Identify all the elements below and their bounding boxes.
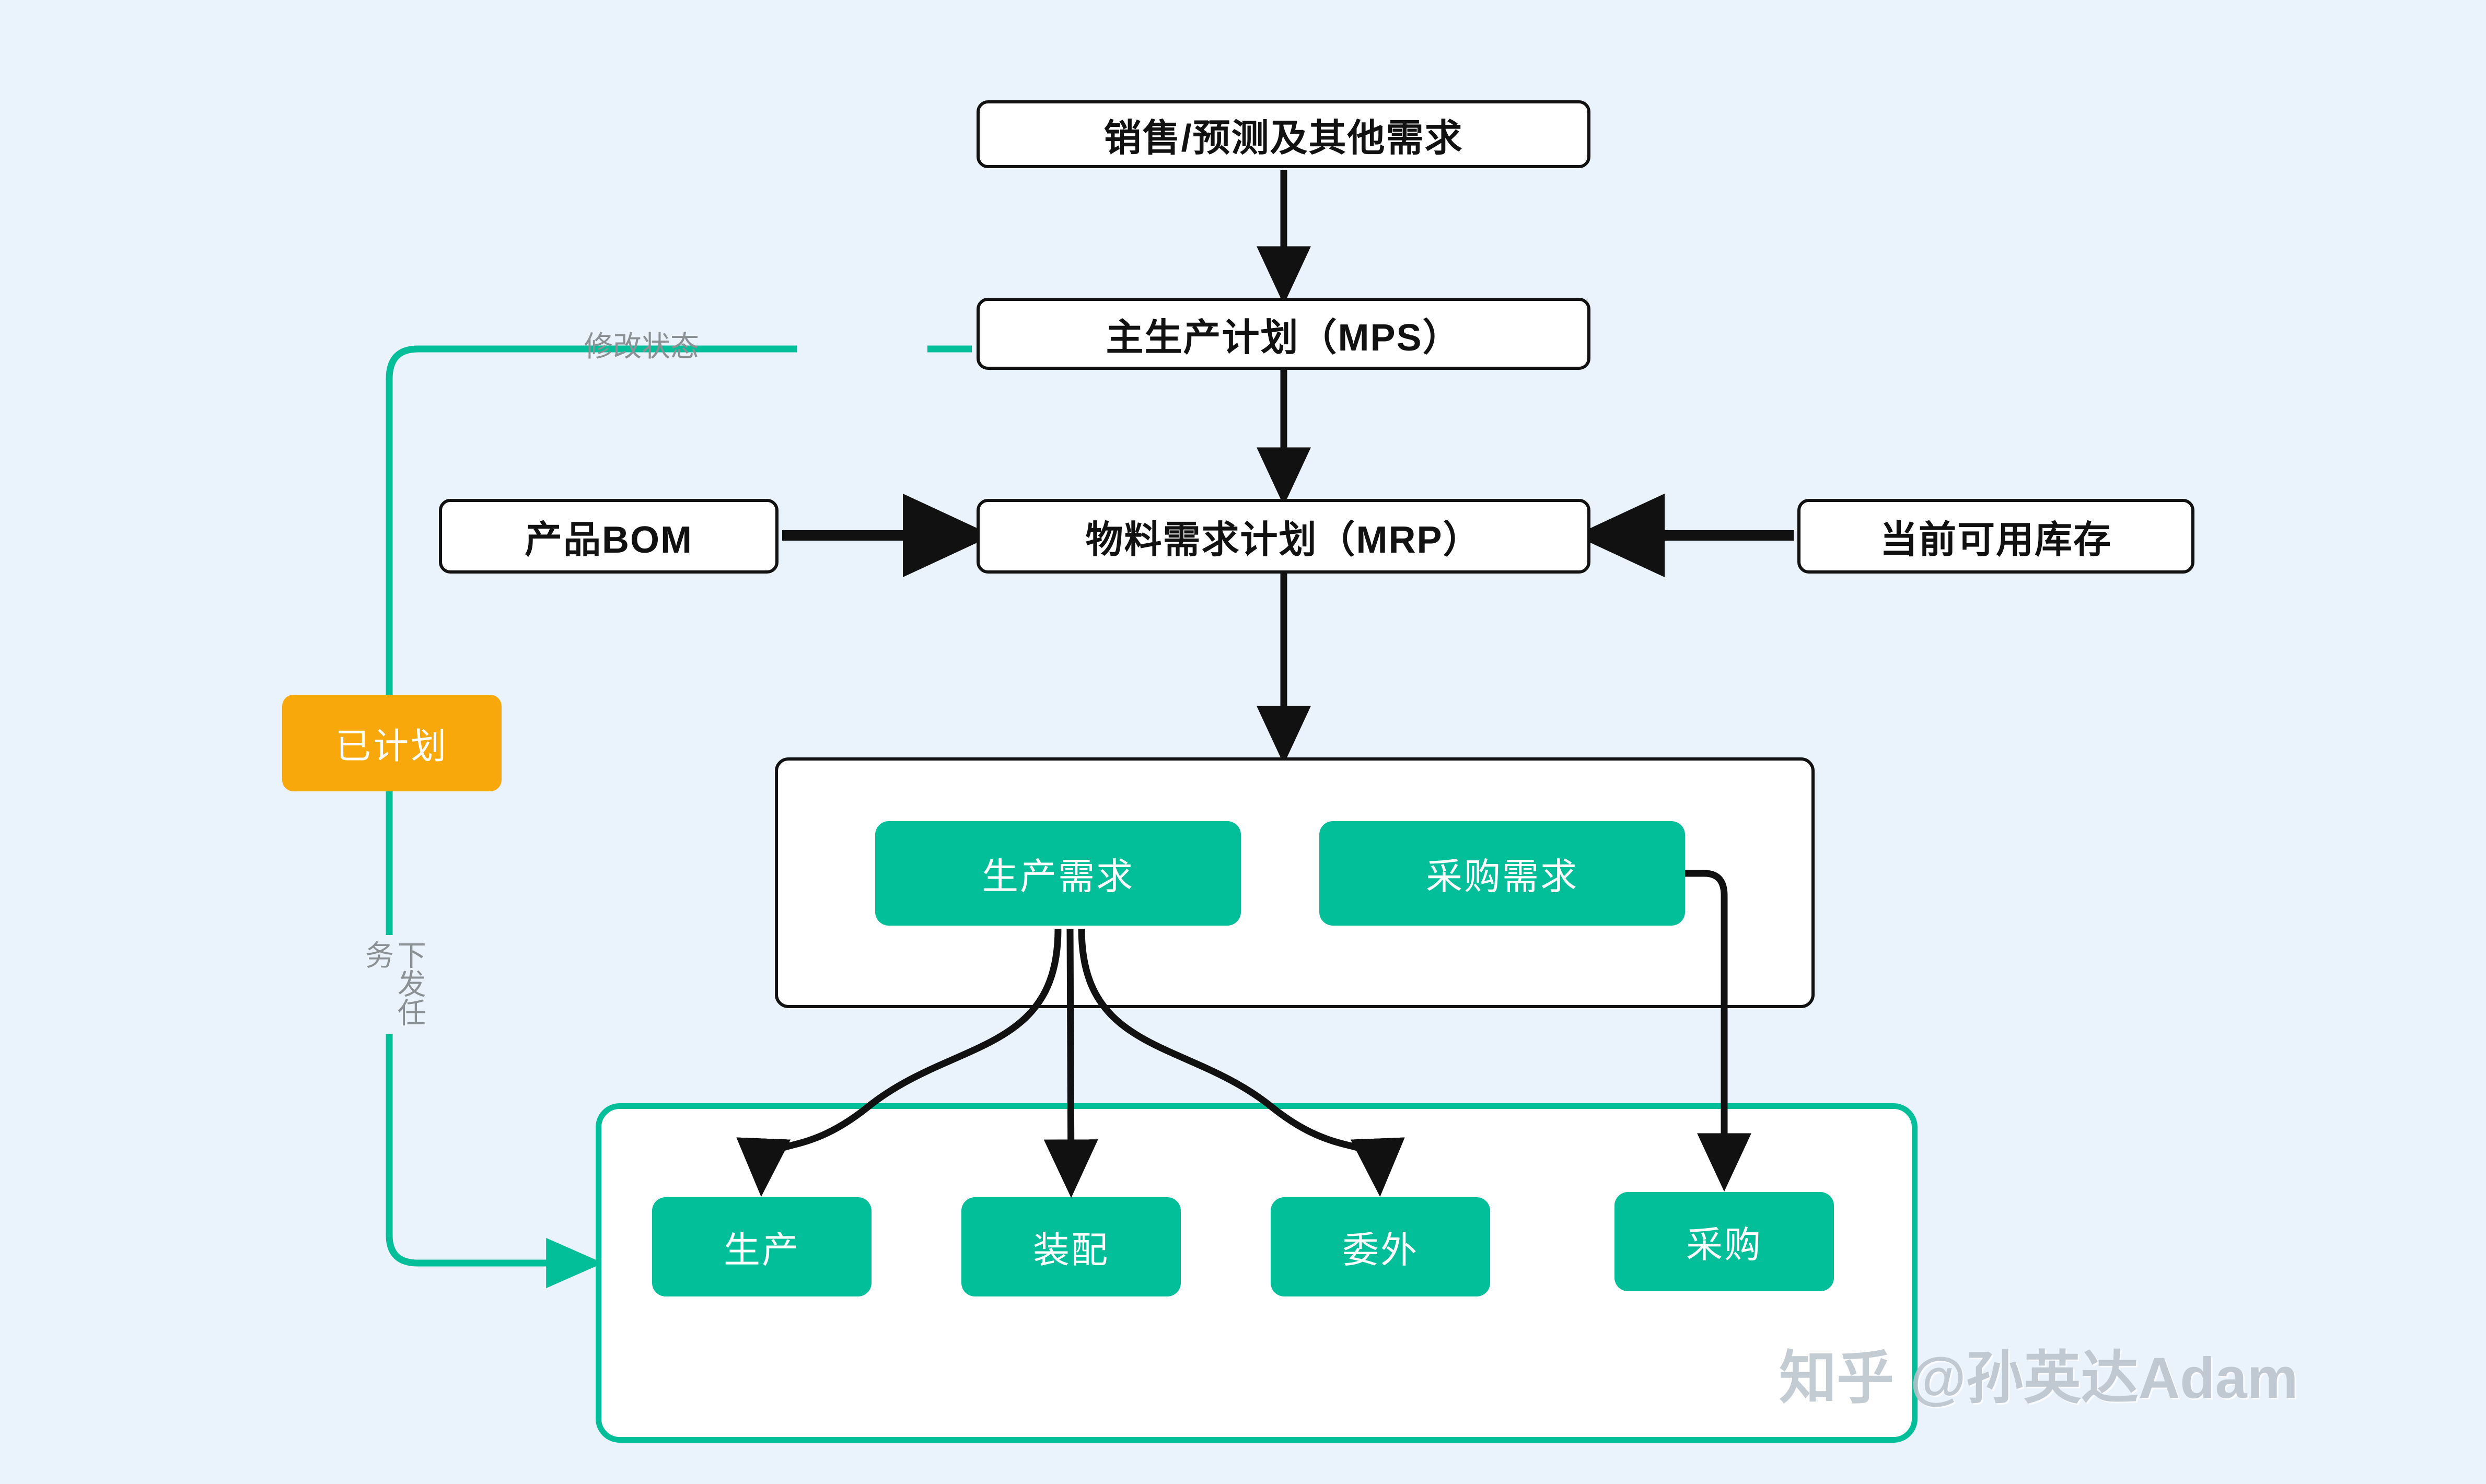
- node-task-outsource[interactable]: 委外: [1271, 1197, 1490, 1296]
- node-master-production-schedule[interactable]: 主生产计划（MPS）: [977, 298, 1590, 370]
- badge-planned[interactable]: 已计划: [282, 695, 502, 791]
- node-task-purchase[interactable]: 采购: [1614, 1192, 1834, 1291]
- node-current-available-inventory[interactable]: 当前可用库存: [1797, 499, 2194, 574]
- node-production-demand[interactable]: 生产需求: [875, 821, 1241, 926]
- edge-label-modify-status: 修改状态: [584, 330, 700, 363]
- node-purchase-demand[interactable]: 采购需求: [1319, 821, 1685, 926]
- node-label: 当前可用库存: [1879, 519, 2112, 561]
- edge-planned-dispatch-task: [386, 790, 584, 1263]
- node-label: 委外: [1342, 1229, 1419, 1270]
- node-product-bom[interactable]: 产品BOM: [439, 499, 779, 574]
- node-label: 生产: [724, 1229, 800, 1270]
- node-label: 物料需求计划（MRP）: [1085, 519, 1482, 561]
- node-sales-forecast-demand[interactable]: 销售/预测及其他需求: [977, 100, 1590, 168]
- node-label: 生产需求: [982, 856, 1134, 897]
- edge-label-dispatch-task: 下发任务: [361, 940, 426, 1026]
- node-label: 产品BOM: [525, 519, 693, 561]
- node-label: 装配: [1033, 1229, 1109, 1270]
- node-material-requirements-planning[interactable]: 物料需求计划（MRP）: [977, 499, 1590, 574]
- node-label: 采购需求: [1426, 856, 1578, 897]
- edge-mps-modify-status: [386, 345, 972, 704]
- badge-label: 已计划: [335, 727, 448, 766]
- node-label: 销售/预测及其他需求: [1103, 117, 1463, 159]
- node-label: 主生产计划（MPS）: [1106, 317, 1461, 359]
- node-task-production[interactable]: 生产: [652, 1197, 872, 1296]
- node-label: 采购: [1686, 1224, 1762, 1265]
- watermark-author: 知乎 @孙英达Adam: [1779, 1346, 2298, 1410]
- node-task-assembly[interactable]: 装配: [961, 1197, 1181, 1296]
